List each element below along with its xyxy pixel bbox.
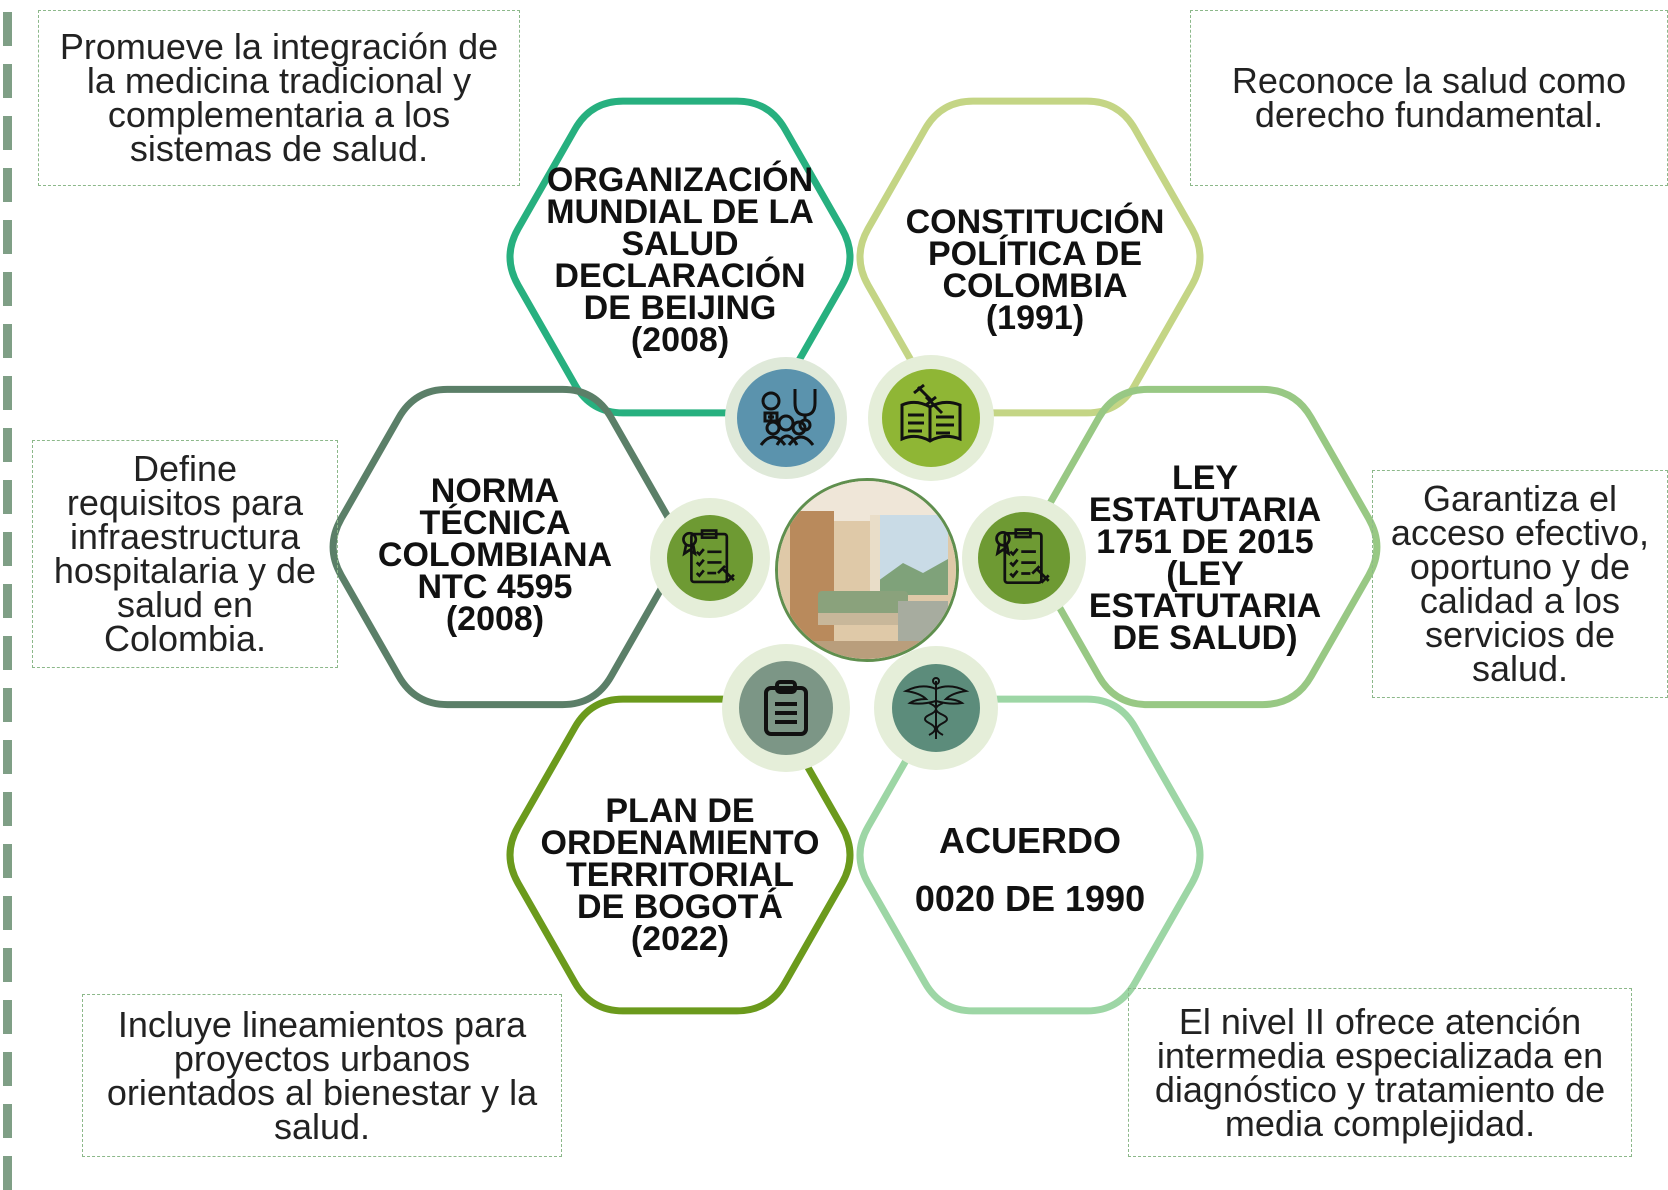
certified-checklist-gavel-icon xyxy=(682,529,735,584)
left-bar-dash xyxy=(3,12,12,46)
hexagon-norma xyxy=(329,385,681,709)
hex-line: TERRITORIAL xyxy=(566,856,794,894)
hex-line: MUNDIAL DE LA xyxy=(546,193,814,231)
icon-badge-oms xyxy=(725,357,847,479)
hex-line: (LEY xyxy=(1166,554,1244,593)
left-bar-dash xyxy=(3,688,12,722)
note-ley: Garantiza el acceso efectivo, oportuno y… xyxy=(1372,470,1668,698)
hex-line: DE BEIJING xyxy=(583,289,777,327)
hex-line: NTC 4595 xyxy=(417,568,573,606)
hex-line: (1991) xyxy=(985,299,1085,337)
hex-line: NORMA xyxy=(430,472,560,510)
caduceus-icon xyxy=(902,677,970,739)
left-bar-dash xyxy=(3,896,12,930)
hospital-room-image xyxy=(778,481,956,659)
hexagon-acuerdo xyxy=(856,695,1204,1015)
hex-line: 0020 DE 1990 xyxy=(914,878,1146,919)
hex-line: ESTATUTARIA xyxy=(1088,490,1322,529)
left-bar-dash xyxy=(3,220,12,254)
note-plan: Incluye lineamientos para proyectos urba… xyxy=(82,994,562,1157)
hex-label-norma: NORMA TÉCNICA COLOMBIANA NTC 4595 (2008) xyxy=(350,470,640,640)
hex-label-ley: LEY ESTATUTARIA 1751 DE 2015 (LEY ESTATU… xyxy=(1060,455,1350,660)
icon-badge-ley xyxy=(962,496,1086,620)
icon-badge-norma xyxy=(650,498,770,618)
certified-checklist-gavel-icon xyxy=(995,528,1050,585)
icon-badge-acuerdo xyxy=(874,646,998,770)
left-bar-dash xyxy=(3,532,12,566)
hex-line: LEY xyxy=(1171,458,1239,497)
left-bar-dash xyxy=(3,428,12,462)
left-bar-dash xyxy=(3,1000,12,1034)
left-bar-dash xyxy=(3,64,12,98)
left-bar-dash xyxy=(3,376,12,410)
hex-line: DECLARACIÓN xyxy=(554,257,806,295)
hex-line: DE SALUD) xyxy=(1112,618,1298,657)
hex-line: (2022) xyxy=(630,920,730,958)
hex-line: ORDENAMIENTO xyxy=(540,824,820,862)
left-bar-dash xyxy=(3,584,12,618)
hex-line: ESTATUTARIA xyxy=(1088,586,1322,625)
icon-badge-plan xyxy=(722,644,850,772)
hex-line: TÉCNICA xyxy=(419,504,571,542)
hex-line: COLOMBIA xyxy=(942,267,1128,305)
left-bar-dash xyxy=(3,324,12,358)
note-oms: Promueve la integración de la medicina t… xyxy=(38,10,520,186)
hex-line: (2008) xyxy=(445,600,545,638)
hex-label-oms: ORGANIZACIÓN MUNDIAL DE LA SALUD DECLARA… xyxy=(520,160,840,360)
hex-label-constitucion: CONSTITUCIÓN POLÍTICA DE COLOMBIA (1991) xyxy=(880,190,1190,350)
hex-label-acuerdo: ACUERDO 0020 DE 1990 xyxy=(880,820,1180,920)
hex-line: SALUD xyxy=(621,225,739,263)
hex-line: (2008) xyxy=(630,321,730,359)
hex-line: POLÍTICA DE xyxy=(927,235,1143,273)
left-bar-dash xyxy=(3,116,12,150)
left-bar-dash xyxy=(3,1104,12,1138)
hex-line: DE BOGOTÁ xyxy=(577,888,783,926)
left-bar-dash xyxy=(3,1156,12,1190)
left-dashed-border xyxy=(0,0,16,1190)
hex-line: ORGANIZACIÓN xyxy=(546,161,814,199)
note-norma: Define requisitos para infraestructura h… xyxy=(32,440,338,668)
hex-line: PLAN DE xyxy=(605,792,755,830)
hospital-room-photo xyxy=(775,478,959,662)
hex-line: COLOMBIANA xyxy=(377,536,613,574)
left-bar-dash xyxy=(3,480,12,514)
law-book-gavel-icon xyxy=(900,383,962,443)
healthcare-team-stethoscope-icon xyxy=(759,389,817,446)
hexagon-constitucion xyxy=(856,97,1204,417)
hex-line: 1751 DE 2015 xyxy=(1096,522,1314,561)
hex-label-plan: PLAN DE ORDENAMIENTO TERRITORIAL DE BOGO… xyxy=(515,790,845,960)
hex-line: CONSTITUCIÓN xyxy=(905,203,1165,241)
left-bar-dash xyxy=(3,168,12,202)
left-bar-dash xyxy=(3,792,12,826)
left-bar-dash xyxy=(3,1052,12,1086)
left-bar-dash xyxy=(3,636,12,670)
left-bar-dash xyxy=(3,948,12,982)
icon-badge-constitucion xyxy=(868,355,994,481)
note-acuerdo: El nivel II ofrece atención intermedia e… xyxy=(1128,988,1632,1157)
left-bar-dash xyxy=(3,844,12,878)
clipboard-icon xyxy=(764,680,808,736)
left-bar-dash xyxy=(3,740,12,774)
hex-line: ACUERDO xyxy=(938,820,1121,861)
left-bar-dash xyxy=(3,272,12,306)
note-constitucion: Reconoce la salud como derecho fundament… xyxy=(1190,10,1668,186)
